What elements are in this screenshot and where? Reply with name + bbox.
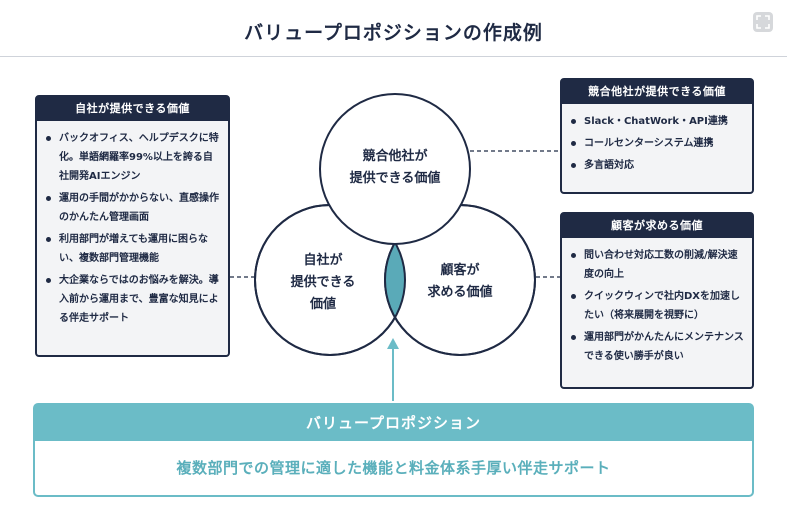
list-item: 運用部門がかんたんにメンテナンスできる使い勝手が良い — [571, 328, 744, 366]
company-circle-label: 自社が 提供できる 価値 — [290, 253, 356, 312]
competitor-circle-label: 競合他社が 提供できる価値 — [349, 149, 441, 186]
list-item: バックオフィス、ヘルプデスクに特化。単語網羅率99%以上を誇る自社開発AIエンジ… — [46, 129, 220, 186]
list-item: Slack・ChatWork・API連携 — [571, 112, 744, 131]
value-proposition-header: バリュープロポジション — [35, 405, 752, 441]
customer-value-card: 顧客が求める価値 問い合わせ対応工数の削減/解決速度の向上 クイックウィンで社内… — [560, 212, 754, 389]
competitor-circle — [319, 93, 471, 245]
customer-value-card-header: 顧客が求める価値 — [562, 214, 752, 238]
list-item: コールセンターシステム連携 — [571, 134, 744, 153]
list-item: クイックウィンで社内DXを加速したい（将来展開を視野に） — [571, 287, 744, 325]
vp-arrow-head — [387, 338, 399, 349]
page-title: バリュープロポジションの作成例 — [244, 22, 543, 44]
title-divider — [0, 56, 787, 57]
company-value-card-header: 自社が提供できる価値 — [37, 97, 228, 121]
list-item: 問い合わせ対応工数の削減/解決速度の向上 — [571, 246, 744, 284]
value-proposition-text: 複数部門での管理に適した機能と料金体系手厚い伴走サポート — [176, 459, 611, 477]
list-item: 大企業ならではのお悩みを解決。導入前から運用まで、豊富な知見による伴走サポート — [46, 271, 220, 328]
customer-circle-label: 顧客が 求める価値 — [427, 263, 493, 300]
company-value-card: 自社が提供できる価値 バックオフィス、ヘルプデスクに特化。単語網羅率99%以上を… — [35, 95, 230, 357]
competitor-value-card-header: 競合他社が提供できる価値 — [562, 80, 752, 104]
list-item: 運用の手間がかからない、直感操作のかんたん管理画面 — [46, 189, 220, 227]
competitor-value-card: 競合他社が提供できる価値 Slack・ChatWork・API連携 コールセンタ… — [560, 78, 754, 194]
expand-icon[interactable] — [753, 12, 773, 32]
list-item: 利用部門が増えても運用に困らない、複数部門管理機能 — [46, 230, 220, 268]
list-item: 多言語対応 — [571, 156, 744, 175]
value-proposition-box: バリュープロポジション 複数部門での管理に適した機能と料金体系手厚い伴走サポート — [33, 403, 754, 497]
